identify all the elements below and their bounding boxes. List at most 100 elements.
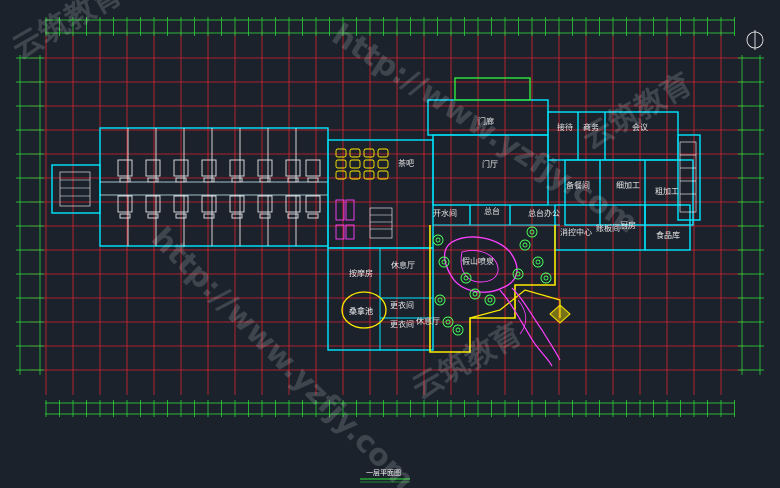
room-label-menting: 门厅 (482, 159, 498, 169)
west-stair-block (51, 164, 101, 214)
guest-room-fixture (307, 213, 319, 219)
guest-room-bed (145, 159, 161, 177)
guest-room-fixture (259, 213, 271, 219)
stream-path (499, 289, 553, 367)
garden-tree-core (543, 275, 549, 281)
tea-table (349, 159, 361, 169)
guest-room-fixture (259, 177, 271, 183)
guest-room-bed (305, 159, 321, 177)
room-label-chufang: 厨房 (620, 220, 636, 230)
garden-tree-core (435, 237, 441, 243)
guest-room-bed (117, 159, 133, 177)
drawing-title-block: 一层平面图 (360, 469, 410, 483)
guest-room-fixture (203, 213, 215, 219)
garden-tree (519, 239, 531, 251)
garden-tree (434, 294, 446, 306)
room-labels: 门廊 门厅 接待 商务 会议 茶吧 备餐间 细加工 粗加工 开水间 总台 总台办… (349, 116, 680, 329)
garden-tree (469, 288, 481, 300)
guest-room-bed (257, 159, 273, 177)
garden-tree-core (445, 319, 451, 325)
room-label-zhangbanjian: 账板间 (596, 223, 620, 233)
room-label-huiyi: 会议 (632, 122, 648, 132)
garden-tree (540, 272, 552, 284)
tea-table (335, 170, 347, 180)
room-label-zongtaibangong: 总台办公 (528, 208, 560, 218)
guest-room-fixture (307, 177, 319, 183)
guest-room-bed (285, 159, 301, 177)
tea-table (363, 148, 375, 158)
room-label-cujiagong: 粗加工 (655, 186, 679, 196)
guest-room-fixtures (117, 128, 321, 246)
room-label-chaba: 茶吧 (398, 158, 414, 168)
north-arrow-icon (746, 30, 764, 50)
garden-tree-core (441, 259, 447, 265)
room-label-gengyijian-1: 更衣间 (390, 300, 414, 310)
guest-room-fixture (175, 213, 187, 219)
tea-table (377, 148, 389, 158)
guest-room-fixture (147, 177, 159, 183)
guest-room-fixture (203, 177, 215, 183)
garden-tree-core (455, 327, 461, 333)
drawing-title: 一层平面图 (366, 469, 401, 477)
guest-room-bed (229, 159, 245, 177)
guest-room-fixture (231, 177, 243, 183)
room-label-shangwu: 商务 (583, 122, 599, 132)
guest-room-bed (201, 195, 217, 213)
garden-tree (512, 268, 524, 280)
tea-table (377, 159, 389, 169)
guest-room-bed (305, 195, 321, 213)
food-store (644, 204, 691, 251)
toilet-fixtures (335, 199, 355, 240)
east-wing-kitchen (564, 159, 694, 226)
garden-wall (429, 225, 556, 353)
room-label-sangnachi: 桑拿池 (349, 306, 373, 316)
sauna-pool (341, 291, 387, 329)
guest-room-bed (257, 195, 273, 213)
room-label-beicanjian: 备餐间 (566, 180, 590, 190)
room-label-xiuxiting-2: 休息厅 (416, 316, 440, 326)
garden-trees (432, 226, 552, 336)
room-label-gengyijian-2: 更衣间 (390, 319, 414, 329)
room-label-anmofang: 按摩房 (349, 268, 373, 278)
guest-room-bed (145, 195, 161, 213)
garden-tree-core (535, 259, 541, 265)
tea-bar-tables (335, 148, 389, 180)
garden-tree-core (463, 275, 469, 281)
garden-tree (484, 294, 496, 306)
garden-tree-core (522, 242, 528, 248)
guest-room-fixture (175, 177, 187, 183)
garden-tree-core (529, 229, 535, 235)
garden-tree-core (472, 291, 478, 297)
garden-tree-core (515, 271, 521, 277)
guest-room-bed (285, 195, 301, 213)
stairs (59, 141, 697, 239)
room-label-kaishuijian: 开水间 (433, 208, 457, 218)
guest-room-fixture (287, 177, 299, 183)
dimension-lines (16, 17, 764, 417)
tea-table (335, 159, 347, 169)
garden-tree (532, 256, 544, 268)
room-label-xijiagong: 细加工 (616, 180, 640, 190)
room-label-menlang: 门廊 (478, 116, 494, 126)
garden-tree-core (487, 297, 493, 303)
garden (429, 225, 571, 367)
room-label-zongtai: 总台 (484, 206, 500, 216)
rockery-outline (444, 236, 518, 293)
room-label-jiashan: 假山喷泉 (462, 256, 494, 266)
tea-table (349, 148, 361, 158)
tea-table (335, 148, 347, 158)
pavilion-icon (549, 304, 571, 324)
guest-room-bed (117, 195, 133, 213)
room-label-xiaokong: 消控中心 (560, 227, 592, 237)
guest-room-bed (229, 195, 245, 213)
guest-room-fixture (147, 213, 159, 219)
entrance-steps (454, 77, 531, 101)
garden-tree (452, 324, 464, 336)
garden-tree (442, 316, 454, 328)
garden-tree (438, 256, 450, 268)
guest-room-fixture (119, 213, 131, 219)
room-label-shipinku: 食品库 (656, 230, 680, 240)
guest-room-fixture (287, 213, 299, 219)
